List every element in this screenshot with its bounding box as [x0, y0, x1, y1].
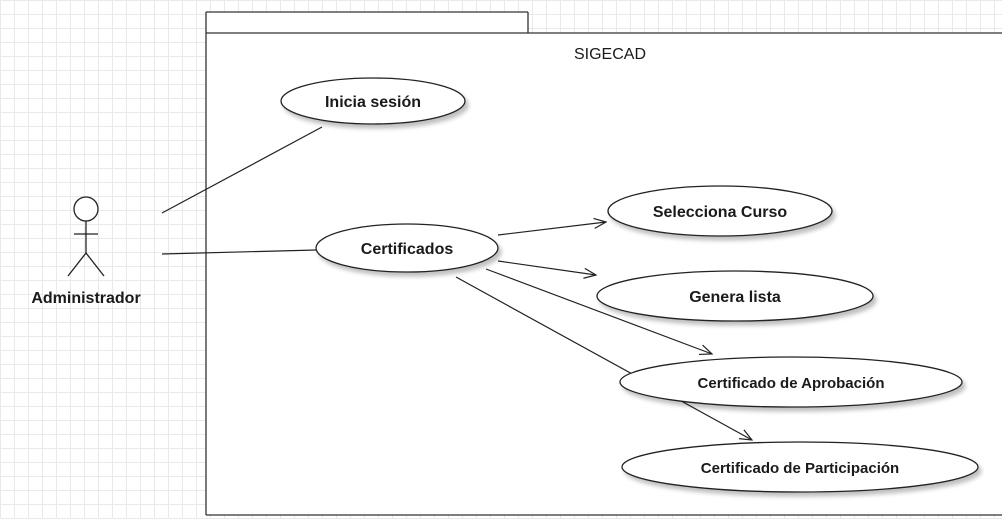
dependencies [455, 222, 752, 440]
uc-inicia-sesion-label: Inicia sesión [325, 94, 421, 111]
uc-inicia-sesion[interactable]: Inicia sesión [280, 77, 466, 125]
uc-selecciona-curso-label: Selecciona Curso [653, 204, 788, 221]
uc-cert-participacion-label: Certificado de Participación [701, 460, 899, 477]
dep-cert-aprobacion [485, 268, 712, 354]
boundary-tab [206, 12, 528, 33]
uc-cert-aprobacion-label: Certificado de Aprobación [698, 375, 885, 392]
uc-selecciona-curso[interactable]: Selecciona Curso [607, 185, 833, 237]
uc-genera-lista-label: Genera lista [689, 289, 781, 306]
uc-certificados[interactable]: Certificados [315, 223, 499, 273]
dep-genera-lista [497, 260, 596, 275]
system-title: SIGECAD [574, 46, 646, 63]
dep-selecciona-curso [497, 222, 606, 236]
boundary-lines [205, 11, 1002, 516]
uc-cert-aprobacion[interactable]: Certificado de Aprobación [619, 356, 963, 408]
assoc-inicia-sesion [161, 126, 323, 214]
dep-cert-participacion [455, 276, 752, 440]
uc-certificados-label: Certificados [361, 241, 454, 258]
uc-cert-participacion[interactable]: Certificado de Participación [621, 441, 979, 493]
assoc-certificados [161, 249, 317, 255]
actor-label: Administrador [31, 290, 140, 307]
associations [161, 126, 323, 255]
actor-icon[interactable] [67, 196, 105, 277]
uc-genera-lista[interactable]: Genera lista [596, 270, 874, 322]
